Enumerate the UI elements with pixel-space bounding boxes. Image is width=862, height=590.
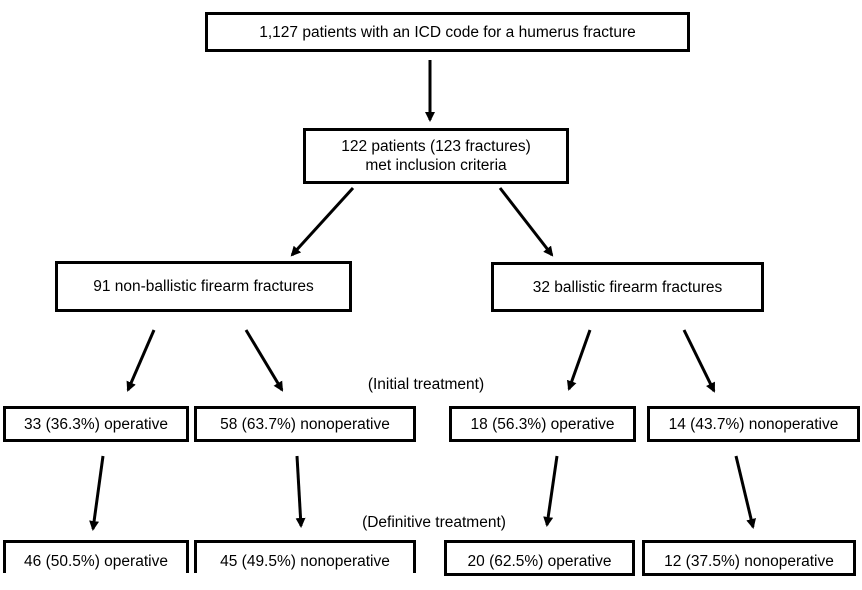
inclusion-line-2: met inclusion criteria [365, 157, 507, 174]
ballistic-box: 32 ballistic firearm fractures [491, 262, 764, 312]
non-ballistic-box: 91 non-ballistic firearm fractures [55, 261, 352, 312]
top-box: 1,127 patients with an ICD code for a hu… [205, 12, 690, 52]
b-initial-operative-label: 18 (56.3%) operative [470, 415, 615, 433]
top-box-text: 1,127 patients with an ICD code for a hu… [259, 23, 636, 41]
arrow-b-nonoperative-to-definitive [734, 455, 756, 529]
b-definitive-nonoperative-label: 12 (37.5%) nonoperative [664, 553, 834, 570]
arrow-nb-nonoperative-to-definitive [295, 455, 306, 528]
b-initial-nonoperative-box: 14 (43.7%) nonoperative [647, 406, 860, 442]
nb-definitive-operative-label: 46 (50.5%) operative [24, 553, 168, 570]
arrow-nb-operative-to-definitive [89, 455, 105, 531]
b-initial-operative-box: 18 (56.3%) operative [449, 406, 636, 442]
arrow-nb-to-operative [126, 329, 156, 392]
nb-definitive-nonoperative-label: 45 (49.5%) nonoperative [220, 553, 390, 570]
b-definitive-operative-label: 20 (62.5%) operative [467, 553, 612, 570]
b-definitive-nonoperative-box: 12 (37.5%) nonoperative [642, 540, 856, 576]
inclusion-line-1: 122 patients (123 fractures) [341, 138, 531, 155]
ballistic-label: 32 ballistic firearm fractures [532, 278, 723, 296]
arrow-inclusion-to-ballistic [498, 187, 554, 257]
arrow-b-to-operative [566, 329, 592, 391]
arrow-b-to-nonoperative [682, 329, 716, 393]
non-ballistic-label: 91 non-ballistic firearm fractures [93, 278, 314, 295]
nb-initial-nonoperative-box: 58 (63.7%) nonoperative [194, 406, 416, 442]
nb-initial-nonoperative-label: 58 (63.7%) nonoperative [220, 415, 390, 433]
arrow-inclusion-to-non-ballistic [290, 186, 355, 257]
initial-treatment-label: (Initial treatment) [367, 376, 485, 393]
nb-definitive-operative-box: 46 (50.5%) operative [3, 540, 189, 573]
definitive-treatment-label: (Definitive treatment) [362, 514, 506, 531]
b-definitive-operative-box: 20 (62.5%) operative [444, 540, 635, 576]
arrow-b-operative-to-definitive [543, 455, 559, 527]
nb-initial-operative-label: 33 (36.3%) operative [24, 415, 168, 433]
arrow-nb-to-nonoperative [244, 329, 284, 392]
b-initial-nonoperative-label: 14 (43.7%) nonoperative [668, 415, 839, 433]
inclusion-box: 122 patients (123 fractures) met inclusi… [303, 128, 569, 184]
nb-initial-operative-box: 33 (36.3%) operative [3, 406, 189, 442]
nb-definitive-nonoperative-box: 45 (49.5%) nonoperative [194, 540, 416, 573]
